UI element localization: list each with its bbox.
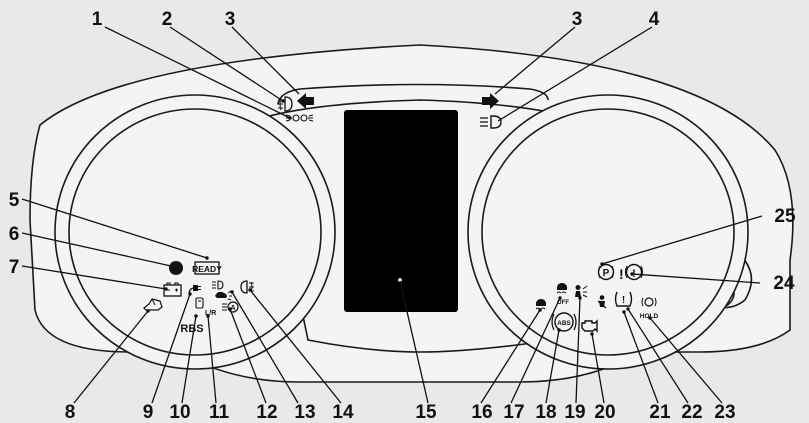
fuel-lr-label: L/R	[205, 310, 216, 317]
display-anchor	[398, 278, 402, 282]
callout-1: 1	[92, 9, 103, 30]
fuel-cap-icon	[195, 297, 204, 309]
callout-10: 10	[169, 402, 190, 423]
callout-19: 19	[564, 402, 585, 423]
callout-22: 22	[681, 402, 702, 423]
ready-indicator-icon	[194, 261, 220, 275]
high-beam-icon	[480, 115, 502, 129]
right-gauge-outer	[467, 94, 749, 370]
callout-17: 17	[503, 402, 524, 423]
callout-18: 18	[535, 402, 556, 423]
callout-9: 9	[143, 402, 154, 423]
callout-11: 11	[209, 402, 230, 423]
abs-warning-icon	[551, 312, 577, 332]
callout-23: 23	[714, 402, 735, 423]
left-gauge-inner	[68, 108, 322, 356]
pedestrian-warning-icon	[575, 285, 588, 298]
callout-12: 12	[256, 402, 277, 423]
callout-3-left: 3	[225, 9, 236, 30]
callout-8: 8	[65, 402, 76, 423]
svg-text:P: P	[603, 268, 610, 279]
callout-25: 25	[774, 206, 796, 227]
left-gauge-outer	[54, 94, 336, 370]
auto-headlamp-icon: A	[222, 301, 239, 313]
right-gauge-inner	[481, 108, 735, 356]
exclaim-mark: !	[619, 266, 624, 282]
callout-16: 16	[471, 402, 492, 423]
svg-text:!: !	[622, 295, 625, 306]
ready-label: READY	[192, 264, 222, 274]
callout-7: 7	[9, 257, 20, 278]
callout-21: 21	[649, 402, 671, 423]
parking-brake-icon: P	[597, 263, 615, 281]
upper-arch	[277, 83, 549, 105]
callout-3-right: 3	[572, 9, 583, 30]
tire-pressure-warning-icon: !	[614, 291, 633, 307]
brake-hold-icon	[641, 297, 657, 307]
callout-2: 2	[162, 9, 173, 30]
skid-indicator-icon	[535, 299, 546, 310]
leader-dots	[146, 99, 652, 336]
callout-14: 14	[332, 402, 354, 423]
turn-signal-right-icon	[482, 93, 499, 109]
leader-lines	[21, 26, 763, 404]
skid-off-icon	[556, 283, 567, 294]
callout-20: 20	[594, 402, 615, 423]
hold-label: HOLD	[640, 313, 659, 320]
callout-15: 15	[415, 402, 437, 423]
turn-signal-left-icon	[297, 93, 314, 109]
auto-high-beam-icon	[212, 280, 224, 290]
off-label: OFF	[557, 300, 569, 306]
callout-13: 13	[294, 402, 315, 423]
abs-label: ABS	[557, 320, 571, 327]
charge-warning-icon	[163, 282, 182, 297]
check-engine-icon	[581, 319, 598, 333]
callout-6: 6	[9, 224, 20, 245]
charging-cable-icon	[188, 285, 201, 294]
indicator-lamp-icon	[169, 261, 183, 275]
rbs-label: RBS	[180, 323, 203, 335]
callout-24: 24	[773, 273, 795, 294]
svg-text:A: A	[230, 305, 235, 312]
seatbelt-reminder-icon	[597, 295, 607, 309]
callout-5: 5	[9, 190, 20, 211]
multi-information-display	[344, 110, 458, 312]
callout-4: 4	[649, 9, 660, 30]
